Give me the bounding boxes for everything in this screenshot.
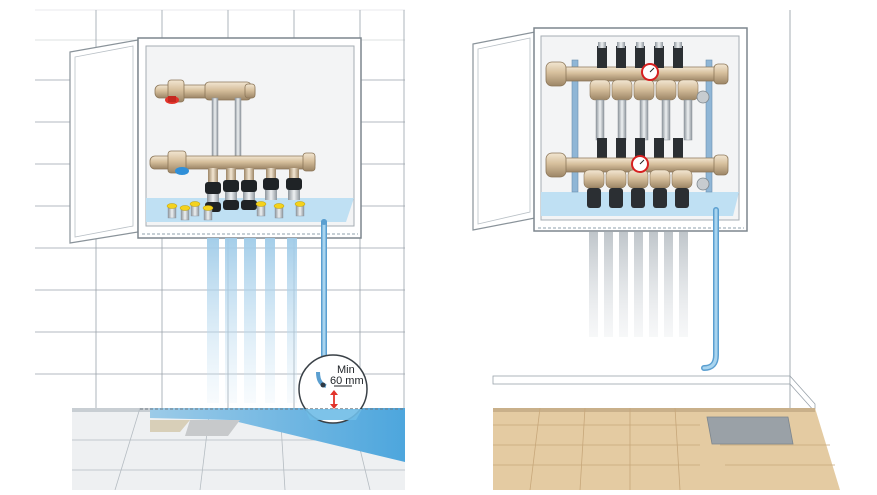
parquet-floor <box>493 407 840 491</box>
yellow-caps <box>166 201 306 221</box>
callout-label-min: Min <box>337 364 355 376</box>
floor-pipes <box>589 232 688 337</box>
bottom-manifold <box>545 138 729 208</box>
tiled-floor <box>72 407 405 491</box>
flow-meters <box>595 99 693 141</box>
cabinet-door <box>69 39 139 244</box>
cabinet-door-right <box>472 31 536 231</box>
left-panel: Min 60 mm <box>35 9 405 491</box>
min-height-callout <box>298 354 368 424</box>
supply-valve-icon <box>165 96 179 104</box>
return-valve-icon <box>175 167 189 175</box>
top-manifold <box>545 42 729 101</box>
callout-label-distance: 60 mm <box>330 375 364 387</box>
drain-hose-right <box>701 207 719 371</box>
gauge-icon <box>641 63 659 81</box>
mounting-brackets <box>571 59 713 193</box>
right-panel <box>470 10 840 491</box>
drain-hose <box>307 219 327 381</box>
bleed-valve-icon <box>696 90 710 104</box>
outlet-fittings <box>205 168 302 212</box>
heating-pipes <box>207 238 297 403</box>
gauge-icon-lower <box>631 155 649 173</box>
bleed-valve-icon-lower <box>696 177 710 191</box>
